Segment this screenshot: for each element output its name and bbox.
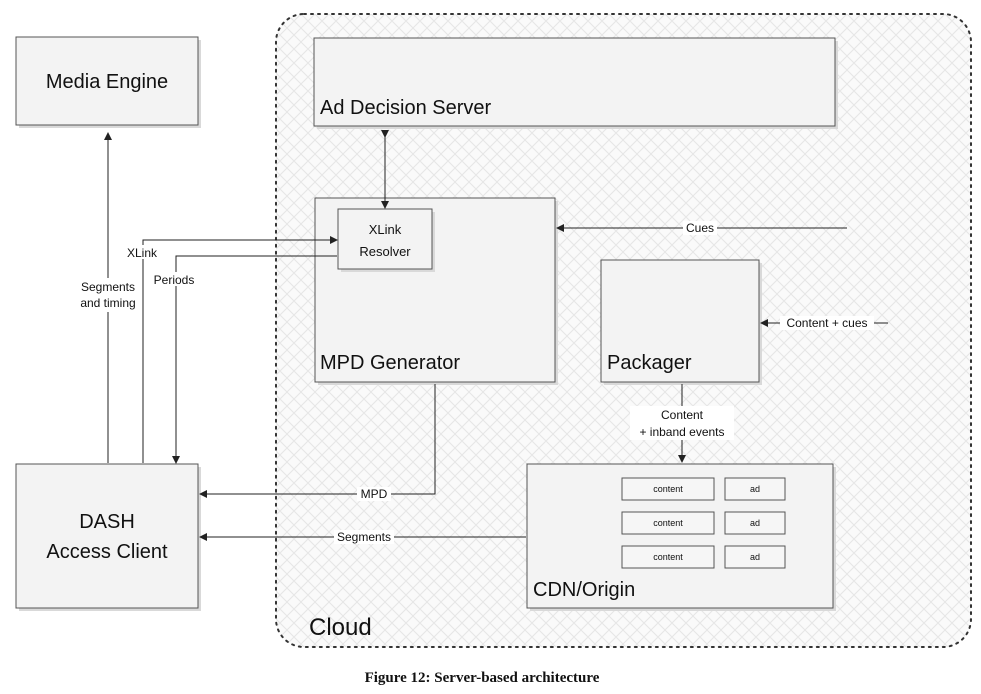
cdn-ad-label: ad [750, 552, 760, 562]
cdn-ad-cell [724, 511, 786, 535]
packager-node: Packager [600, 259, 762, 385]
cdn-content-cell [621, 477, 715, 501]
cdn-grid: content ad content ad content ad [621, 477, 786, 569]
ad-decision-server-node: Ad Decision Server [313, 37, 838, 129]
cdn-ad-cell [724, 545, 786, 569]
xlink-resolver-label-2: Resolver [359, 244, 411, 259]
media-engine-label: Media Engine [46, 71, 168, 93]
segments-timing-label-2: and timing [80, 296, 135, 310]
dash-client-label-2: Access Client [46, 541, 168, 563]
cdn-content-cell [621, 545, 715, 569]
cdn-content-label: content [653, 518, 683, 528]
cdn-ad-label: ad [750, 518, 760, 528]
content-cues-edge-label: Content + cues [786, 316, 867, 330]
content-inband-label-1: Content [661, 408, 704, 422]
mpd-edge-label: MPD [361, 487, 388, 501]
cdn-content-label: content [653, 552, 683, 562]
segments-edge-label: Segments [337, 530, 391, 544]
cloud-label: Cloud [309, 614, 372, 641]
mpd-generator-label: MPD Generator [320, 352, 460, 374]
content-inband-label-2: + inband events [639, 425, 724, 439]
cues-edge-label: Cues [686, 221, 714, 235]
figure-caption: Figure 12: Server-based architecture [365, 670, 600, 686]
xlink-resolver-node: XLink Resolver [337, 208, 435, 272]
xlink-edge [142, 236, 338, 463]
segments-timing-label-1: Segments [81, 280, 135, 294]
packager-label: Packager [607, 352, 692, 374]
dash-access-client-node: DASH Access Client [15, 463, 201, 611]
periods-edge-label: Periods [154, 273, 195, 287]
cdn-content-label: content [653, 484, 683, 494]
media-engine-node: Media Engine [15, 36, 201, 128]
cdn-ad-cell [724, 477, 786, 501]
cdn-ad-label: ad [750, 484, 760, 494]
xlink-edge-label: XLink [127, 246, 158, 260]
dash-client-label-1: DASH [79, 511, 135, 533]
cdn-content-cell [621, 511, 715, 535]
ad-decision-server-label: Ad Decision Server [320, 97, 492, 119]
cdn-origin-node: CDN/Origin content ad content ad content… [526, 463, 836, 611]
xlink-resolver-label-1: XLink [369, 222, 402, 237]
periods-edge [172, 255, 337, 464]
cdn-origin-label: CDN/Origin [533, 579, 635, 601]
mpd-edge [199, 384, 436, 498]
